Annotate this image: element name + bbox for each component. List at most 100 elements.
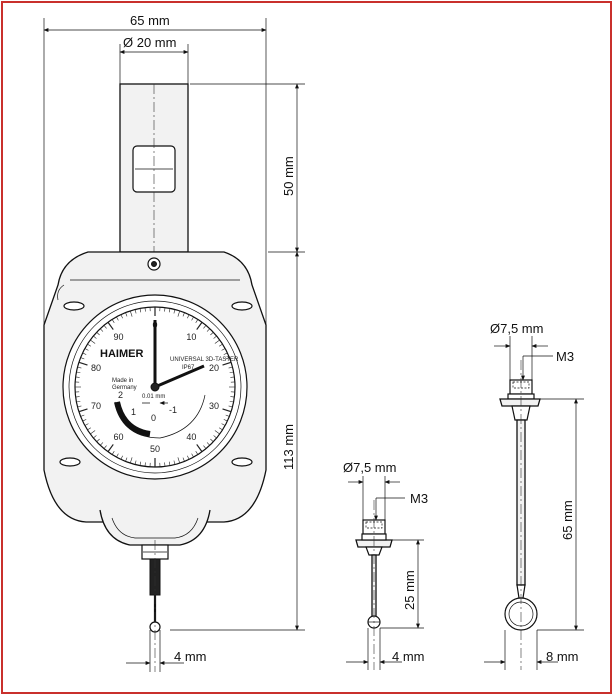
dial-tick xyxy=(134,460,137,465)
dial-made-in-line2: Germany xyxy=(112,385,137,391)
dial-ticks xyxy=(75,307,235,467)
dial-tick xyxy=(214,430,220,435)
dial-tick xyxy=(139,308,142,313)
dial-tick xyxy=(191,316,194,321)
dim-short-probe-length: 25 mm xyxy=(402,570,417,610)
dial-tick xyxy=(230,396,235,398)
dial-tick xyxy=(77,405,82,408)
inner-label-minus1: -1 xyxy=(169,405,177,415)
dim-shank-length: 50 mm xyxy=(281,156,296,196)
dial-tick xyxy=(93,435,97,439)
dial-tick xyxy=(196,321,203,330)
dial-outer-label: 90 xyxy=(114,332,124,342)
dial-tick xyxy=(177,310,181,317)
dial-tick xyxy=(78,361,88,366)
dial-tick xyxy=(111,319,115,323)
dial-tick xyxy=(87,427,91,431)
dial-tick xyxy=(164,307,166,312)
dial-tick xyxy=(177,457,181,464)
dial-tick xyxy=(182,312,185,317)
dial-tick xyxy=(78,408,88,413)
dial-tick xyxy=(90,339,96,344)
dial-tick xyxy=(125,312,128,317)
dial-outer-label: 40 xyxy=(186,432,196,442)
dial-tick xyxy=(221,423,226,426)
dial-tick xyxy=(111,451,115,455)
dial-hand-secondary xyxy=(154,364,205,389)
slot-bottom-left xyxy=(59,457,81,467)
dial-tick xyxy=(87,343,91,347)
inner-label-2: 2 xyxy=(118,390,123,400)
dial-tick xyxy=(225,414,230,417)
dial-tick xyxy=(93,335,97,339)
dial-tick xyxy=(103,445,107,449)
dial-outer-label: 80 xyxy=(91,363,101,373)
dial-tick xyxy=(139,461,142,466)
slot-top-right xyxy=(231,301,253,311)
main-instrument: 0102030405060708090 HAIMER UNIVERSAL 3D-… xyxy=(43,83,267,672)
dial-tick xyxy=(129,310,133,317)
long-probe xyxy=(499,360,541,670)
dial-brand: HAIMER xyxy=(100,348,143,360)
dial-tick xyxy=(168,461,171,466)
dial-tick xyxy=(120,455,123,460)
dial-tick xyxy=(80,357,85,360)
dim-short-probe-thread: M3 xyxy=(410,491,428,506)
dial-tick xyxy=(77,366,82,369)
dial-tick xyxy=(221,348,226,351)
dial-tick xyxy=(213,335,217,339)
main-dimensions: 65 mm Ø 20 mm 50 mm 113 mm 4 mm xyxy=(43,13,305,672)
dial-tick xyxy=(164,462,166,467)
dim-body-height: 113 mm xyxy=(281,424,296,470)
dial-tick xyxy=(228,366,233,369)
dial-tick xyxy=(100,328,104,332)
dial-tick xyxy=(76,400,81,403)
dial-tick xyxy=(182,457,185,462)
dial-tick xyxy=(96,332,100,336)
slot-bottom-right xyxy=(231,457,253,467)
dial-tick xyxy=(187,455,190,460)
dim-long-probe-length: 65 mm xyxy=(560,500,575,540)
dial-model-line2: IP67 xyxy=(182,365,195,371)
dial-tick xyxy=(125,457,128,462)
dial-tick xyxy=(144,462,146,467)
long-probe-dimensions: Ø7,5 mm M3 65 mm 8 mm xyxy=(484,321,584,670)
dial-resolution: 0.01 mm xyxy=(142,394,165,400)
dial-tick xyxy=(206,442,210,446)
dial-tick xyxy=(84,348,89,351)
dial-tick xyxy=(230,376,235,378)
dial-tick xyxy=(213,435,217,439)
dim-short-probe-tip: 4 mm xyxy=(392,649,425,664)
dial-tick xyxy=(76,371,81,374)
dial-tick xyxy=(222,408,232,413)
dial-tick xyxy=(80,414,85,417)
dial-tick xyxy=(191,453,194,458)
dial-tick xyxy=(134,309,137,314)
inner-label-0: 0 xyxy=(151,413,156,423)
dim-long-probe-tip: 8 mm xyxy=(546,649,579,664)
dial-tick xyxy=(206,328,210,332)
short-probe xyxy=(355,500,393,670)
dial-tick xyxy=(168,308,171,313)
slot-top-left xyxy=(63,301,85,311)
dial-tick xyxy=(225,357,230,360)
dial-tick xyxy=(210,438,214,442)
dial-tick xyxy=(90,430,96,435)
dial-tick xyxy=(82,352,87,355)
dial-outer-label: 60 xyxy=(114,432,124,442)
dial-tick xyxy=(223,352,228,355)
dial-tick xyxy=(219,343,223,347)
dial-tick xyxy=(229,400,234,403)
short-probe-dimensions: Ø7,5 mm M3 25 mm 4 mm xyxy=(343,460,428,670)
dial-outer-label: 30 xyxy=(209,401,219,411)
dim-long-probe-thread: M3 xyxy=(556,349,574,364)
dial-tick xyxy=(120,314,123,319)
dial-model-line1: UNIVERSAL 3D-TASTER xyxy=(170,357,239,363)
dial-tick xyxy=(214,339,220,344)
dial-tick xyxy=(116,316,119,321)
dial-tick xyxy=(229,371,234,374)
dial-tick xyxy=(203,445,207,449)
dial-tick xyxy=(75,376,80,378)
dial-tick xyxy=(82,419,87,422)
